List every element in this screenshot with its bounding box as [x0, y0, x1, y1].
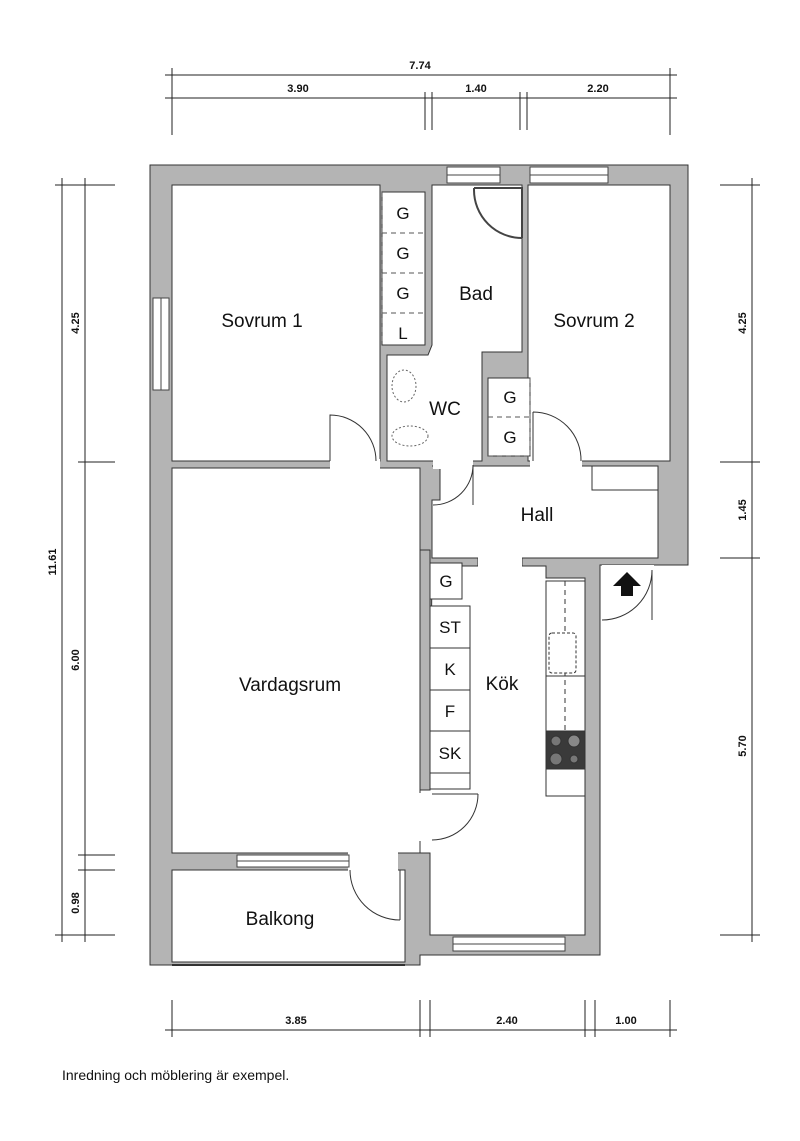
- sink-icon: [391, 369, 417, 403]
- shower-icon: [473, 187, 523, 239]
- dimension-label: 4.25: [737, 312, 749, 333]
- door-wc: [432, 464, 474, 506]
- room-label-sovrum2: Sovrum 2: [553, 311, 634, 332]
- toilet-icon: [391, 425, 429, 447]
- dimension-label: 4.25: [70, 312, 82, 333]
- footer-note: Inredning och möblering är exempel.: [62, 1067, 290, 1083]
- door-balkong: [349, 869, 401, 921]
- closet-label: G: [396, 244, 409, 263]
- room-balkong: [171, 869, 406, 963]
- door-entrance: [601, 569, 653, 621]
- door-sovrum1: [329, 414, 377, 462]
- entrance-arrow-icon: [613, 572, 641, 596]
- dimension-label: 6.00: [70, 649, 82, 670]
- dimension-label: 1.45: [737, 499, 749, 520]
- dimension-label: 5.70: [737, 735, 749, 756]
- kitchen-cabinet-label: SK: [439, 744, 462, 763]
- door-kok: [431, 793, 479, 841]
- room-label-wc: WC: [429, 399, 461, 420]
- room-sovrum1: [171, 184, 381, 462]
- kitchen-cabinet-label: K: [444, 660, 456, 679]
- room-vardagsrum: [171, 467, 421, 854]
- room-sovrum2: [527, 184, 671, 462]
- kitchen-cabinet-label: G: [439, 572, 452, 591]
- wc-fixtures: [391, 369, 429, 447]
- closet-label: G: [503, 388, 516, 407]
- windows: [152, 166, 609, 952]
- dimension-label: 7.74: [409, 60, 431, 72]
- dimension-label: 0.98: [70, 892, 82, 913]
- closet-label: L: [398, 324, 407, 343]
- dimension-label: 2.20: [587, 83, 608, 95]
- closet-label: G: [396, 204, 409, 223]
- dimension-lines: [55, 68, 760, 1037]
- dimension-label: 3.90: [287, 83, 308, 95]
- dimension-label: 2.40: [496, 1015, 517, 1027]
- hall-shelf: [591, 465, 659, 491]
- dimension-label: 11.61: [47, 549, 59, 576]
- door-sovrum2: [532, 411, 582, 462]
- closet-label: G: [396, 284, 409, 303]
- closet-label: G: [503, 428, 516, 447]
- doors: [329, 411, 653, 921]
- kitchen-cabinet-label: F: [445, 702, 455, 721]
- room-label-vardagsrum: Vardagsrum: [239, 675, 341, 696]
- room-label-sovrum1: Sovrum 1: [221, 311, 302, 332]
- room-label-bad: Bad: [459, 284, 493, 305]
- room-label-kok: Kök: [486, 674, 519, 695]
- dimension-label: 1.40: [465, 83, 486, 95]
- kitchen-counter: [545, 580, 586, 797]
- dimension-label: 1.00: [615, 1015, 636, 1027]
- room-label-hall: Hall: [521, 505, 554, 526]
- dimension-label: 3.85: [285, 1015, 306, 1027]
- room-label-balkong: Balkong: [246, 909, 315, 930]
- kitchen-cabinet-label: ST: [439, 618, 461, 637]
